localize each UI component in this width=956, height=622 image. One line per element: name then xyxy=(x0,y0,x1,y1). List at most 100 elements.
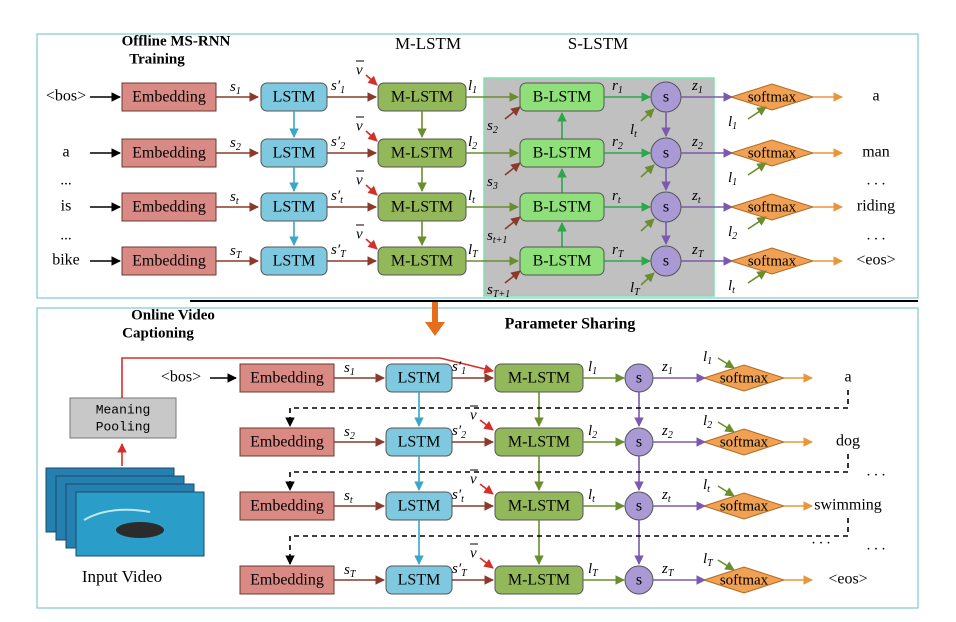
mlstm-box-label: M-LSTM xyxy=(391,253,453,270)
top-output-word: a xyxy=(872,88,879,105)
output-ellipsis: . . . xyxy=(867,463,886,479)
l-input-label: l2 xyxy=(728,224,737,242)
mlstm-box-label: M-LSTM xyxy=(391,199,453,216)
s-label: sT xyxy=(344,562,357,580)
vbar-path xyxy=(121,357,494,398)
lstm-box-label: LSTM xyxy=(273,89,316,106)
mlstm-box-label: M-LSTM xyxy=(508,434,570,451)
embedding-box-label: Embedding xyxy=(250,572,324,589)
l-label: lt xyxy=(588,487,595,505)
mlstm-box-label: M-LSTM xyxy=(391,145,453,162)
softmax-diamond-label: softmax xyxy=(720,434,769,450)
l-input-arrow xyxy=(747,270,767,284)
mlstm-box-label: M-LSTM xyxy=(508,572,570,589)
l-input-label: lt xyxy=(703,477,710,495)
embedding-box xyxy=(121,138,217,168)
s-input-arrow xyxy=(640,164,655,178)
z-label: z1 xyxy=(691,78,703,96)
sprime-label: s′T xyxy=(331,242,347,260)
top-title-line2: Training xyxy=(129,51,185,67)
top-input-word: <bos> xyxy=(46,88,86,105)
s-label: st xyxy=(230,189,239,207)
r-label: rT xyxy=(612,242,625,260)
mlstm-box-label: M-LSTM xyxy=(508,370,570,387)
transfer-arrow-head xyxy=(425,322,445,336)
embedding-box-label: Embedding xyxy=(250,434,324,451)
top-output-word: riding xyxy=(857,198,895,215)
l-input-label: l1 xyxy=(703,349,712,367)
video-dog xyxy=(116,522,164,538)
s-l-label: lT xyxy=(630,280,641,298)
softmax-diamond-label: softmax xyxy=(748,199,797,215)
b-input-label: sT+1 xyxy=(487,282,510,300)
l-input-arrow xyxy=(747,106,767,120)
sprime-label: s′2 xyxy=(331,134,345,152)
s-input-arrow xyxy=(640,108,655,122)
embedding-box xyxy=(121,192,217,222)
vbar-arrow xyxy=(365,130,378,142)
s-circle-label: s xyxy=(663,253,669,270)
l-input-label: lt xyxy=(728,278,735,296)
b-input-label: st+1 xyxy=(487,228,507,246)
s-label: s2 xyxy=(344,424,355,442)
lstm-box-label: LSTM xyxy=(273,253,316,270)
softmax-diamond-label: softmax xyxy=(748,145,797,161)
vbar-label: v xyxy=(356,172,363,188)
feedback-dashed-arrow xyxy=(285,390,849,427)
blstm-box-label: B-LSTM xyxy=(533,253,592,270)
l-label: lT xyxy=(588,561,599,579)
b-input-label: s3 xyxy=(487,174,498,192)
lstm-box-label: LSTM xyxy=(398,370,441,387)
top-panel xyxy=(36,33,919,299)
blstm-box-label: B-LSTM xyxy=(533,145,592,162)
s-circle-label: s xyxy=(636,434,642,451)
output-ellipsis: . . . xyxy=(867,227,886,243)
l-label: l1 xyxy=(468,78,477,96)
lstm-box-label: LSTM xyxy=(398,434,441,451)
bottom-output-word: <eos> xyxy=(828,571,867,588)
lstm-box-label: LSTM xyxy=(273,145,316,162)
mlstm-box-label: M-LSTM xyxy=(508,498,570,515)
l-label: l2 xyxy=(468,134,477,152)
softmax-diamond-label: softmax xyxy=(720,370,769,386)
s-label: s1 xyxy=(344,360,355,378)
s-circle-label: s xyxy=(636,370,642,387)
softmax-diamond-label: softmax xyxy=(720,498,769,514)
embedding-box xyxy=(239,427,335,457)
bottom-title-line2: Captioning xyxy=(122,325,194,341)
bottom-output-word: dog xyxy=(836,433,860,450)
embedding-box-label: Embedding xyxy=(250,498,324,515)
bottom-title-line1: Online Video xyxy=(131,307,215,323)
s-input-arrow xyxy=(640,272,655,286)
bottom-output-word: a xyxy=(844,369,851,386)
top-title-line1: Offline MS-RNN xyxy=(122,33,231,49)
sprime-label: s′t xyxy=(452,487,464,505)
vbar-arrow xyxy=(365,238,378,250)
vbar-arrow xyxy=(365,184,378,196)
sprime-label: s′T xyxy=(452,561,468,579)
feedback-dashed-arrow xyxy=(285,518,849,565)
vbar-label: v xyxy=(356,118,363,134)
l-input-arrow xyxy=(717,559,735,571)
top-output-word: <eos> xyxy=(856,252,895,269)
s-label: sT xyxy=(230,243,243,261)
r-label: r1 xyxy=(612,78,623,96)
dashed-ellipsis: . . . xyxy=(812,531,831,547)
vbar-label: v xyxy=(470,545,477,561)
output-ellipsis: . . . xyxy=(867,537,886,553)
sprime-label: s′t xyxy=(331,188,343,206)
top-input-word: bike xyxy=(52,252,80,269)
l-input-arrow xyxy=(747,162,767,176)
vbar-arrow xyxy=(479,419,494,431)
output-ellipsis: . . . xyxy=(867,172,886,188)
lstm-box-label: LSTM xyxy=(273,199,316,216)
b-input-label: s2 xyxy=(487,118,498,136)
sprime-label: s′2 xyxy=(452,423,466,441)
l-label: l1 xyxy=(588,359,597,377)
blstm-input-arrow xyxy=(504,106,521,120)
s-circle-label: s xyxy=(663,199,669,216)
blstm-input-arrow xyxy=(504,162,521,176)
blstm-input-arrow xyxy=(504,270,521,284)
